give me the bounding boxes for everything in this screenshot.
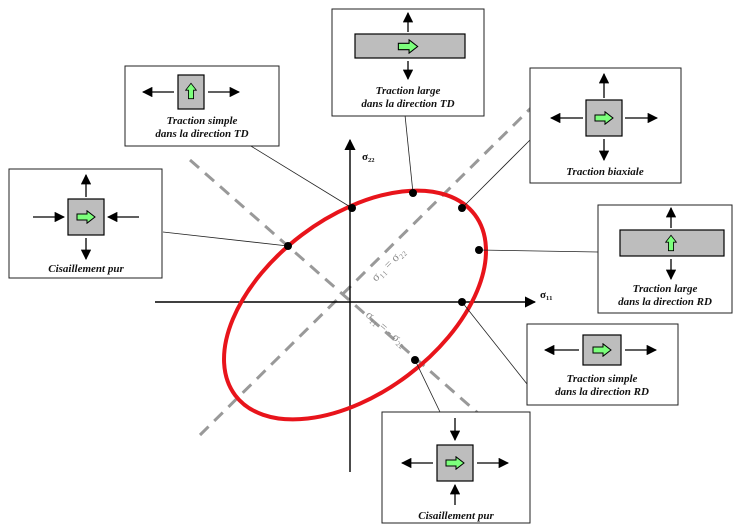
leader-line [404, 114, 414, 194]
box-label-line-2: dans la direction TD [361, 98, 454, 110]
box-traction-large-td: Traction large dans la direction TD [331, 8, 485, 117]
box-cisaillement-pur-left: Cisaillement pur [8, 168, 163, 279]
y-axis-label: σ₂₂ [362, 151, 375, 163]
locus-point [284, 242, 292, 250]
box-label-line-1: Traction large [633, 283, 698, 295]
leader-line [478, 249, 599, 253]
box-label-line-1: Traction simple [167, 115, 238, 127]
leader-line [240, 139, 353, 209]
box-label: Cisaillement pur [48, 263, 124, 275]
x-axis-label: σ₁₁ [540, 289, 553, 301]
box-label-line-1: Traction large [376, 85, 441, 97]
locus-point [348, 204, 356, 212]
leader-line [461, 139, 531, 209]
box-label-line-1: Traction simple [567, 373, 638, 385]
locus-point [409, 189, 417, 197]
locus-point [458, 298, 466, 306]
diagonal-equal-line [198, 105, 534, 437]
box-traction-simple-rd: Traction simple dans la direction RD [526, 323, 679, 406]
leader-line [162, 231, 289, 247]
locus-point [475, 246, 483, 254]
locus-point [411, 356, 419, 364]
box-label-line-2: dans la direction RD [618, 296, 712, 308]
yield-locus-ellipse [222, 188, 488, 422]
locus-point [458, 204, 466, 212]
box-label-line-2: dans la direction RD [555, 386, 649, 398]
box-label-line-2: dans la direction TD [155, 128, 248, 140]
box-cisaillement-pur-bottom: Cisaillement pur [381, 411, 531, 524]
box-label: Traction biaxiale [566, 166, 644, 178]
leader-line [461, 301, 528, 385]
leader-line [414, 359, 441, 413]
box-traction-simple-td: Traction simple dans la direction TD [124, 65, 280, 147]
box-label: Cisaillement pur [418, 510, 494, 522]
diagonal-opposite-label: σ₁₁ = - σ₂₂ [363, 308, 410, 351]
diagonal-opposite-line [189, 158, 481, 417]
box-traction-biaxiale: Traction biaxiale [529, 67, 682, 184]
box-traction-large-rd: Traction large dans la direction RD [597, 204, 733, 314]
